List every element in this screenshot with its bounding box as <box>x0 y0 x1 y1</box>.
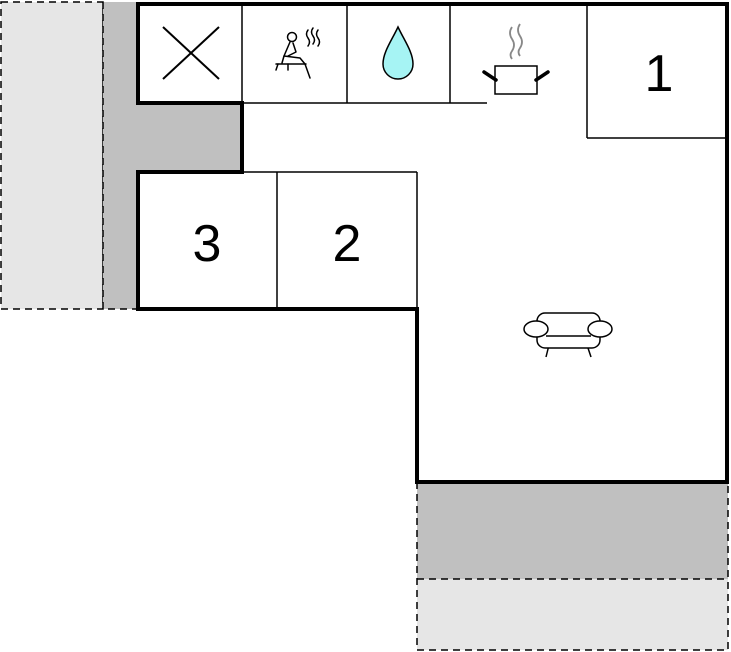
sofa-icon <box>523 312 613 358</box>
bedroom-3-label: 3 <box>193 215 222 273</box>
open-terrace-bottom <box>417 579 728 650</box>
terrace-bottom-edge <box>416 482 729 651</box>
cross-icon <box>162 26 220 80</box>
cooking-pot-icon <box>482 23 550 95</box>
open-terrace-left <box>0 1 104 310</box>
covered-terrace-bottom <box>417 482 728 579</box>
sauna-icon <box>275 27 321 79</box>
water-drop-icon <box>382 25 414 80</box>
bedroom-1-label: 1 <box>645 45 674 103</box>
interior-walls <box>241 4 727 309</box>
exterior-walls <box>136 2 729 484</box>
bedroom-2-label: 2 <box>333 215 362 273</box>
covered-terrace-left-edge <box>102 2 138 310</box>
